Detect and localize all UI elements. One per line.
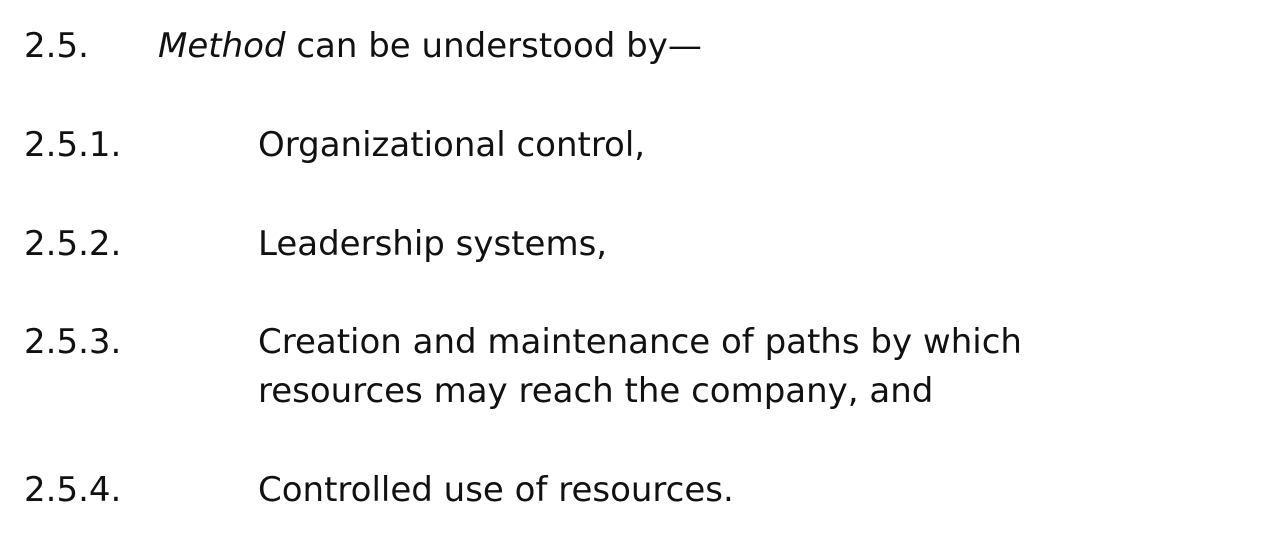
item-number: 2.5.1. [24, 125, 122, 165]
item-number: 2.5.3. [24, 322, 122, 362]
section-emphasis-term: Method [158, 26, 286, 66]
section-intro-text: can be understood by— [285, 26, 702, 66]
item-number: 2.5.2. [24, 224, 122, 264]
section-number: 2.5. [24, 26, 89, 66]
item-text: Leadership systems, [258, 224, 608, 264]
item-text: Controlled use of resources. [258, 470, 734, 510]
section-intro: Method can be understood by— [158, 22, 702, 71]
item-text-line-2: resources may reach the company, and [258, 371, 934, 411]
item-text-line-1: Creation and maintenance of paths by whi… [258, 322, 1022, 362]
item-number: 2.5.4. [24, 470, 122, 510]
item-text: Organizational control, [258, 125, 646, 165]
